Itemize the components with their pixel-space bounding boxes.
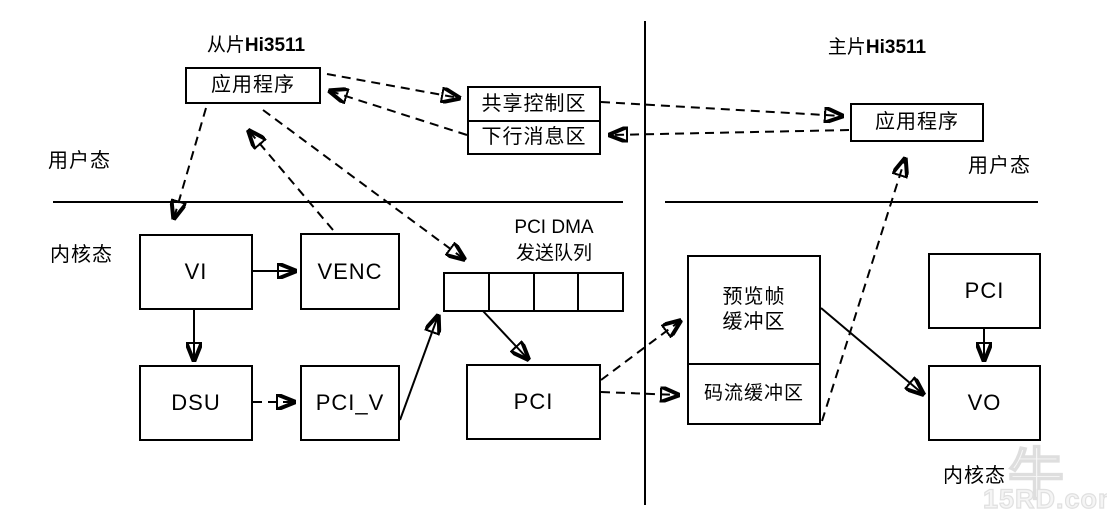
vo-box: VO <box>928 365 1041 441</box>
preview-frame-buffer-line1: 预览帧 <box>722 286 786 308</box>
dma-send-queue <box>443 272 624 312</box>
arrow-queue-to-pci <box>482 310 528 359</box>
slave-pci-box: PCI <box>466 364 601 440</box>
preview-frame-buffer-box: 预览帧 缓冲区 <box>687 255 821 365</box>
dma-queue-label: PCI DMA 发送队列 <box>493 215 615 267</box>
arrow-slaveapp-to-queue <box>262 109 464 259</box>
master-pci-box: PCI <box>928 253 1041 329</box>
master-kernel-mode-label: 内核态 <box>943 465 1006 487</box>
arrow-streambuf-to-masterapp <box>821 159 905 422</box>
arrow-pci-to-streambuf <box>600 392 678 395</box>
slave-chip-title: 从片Hi3511 <box>181 30 331 57</box>
master-application-box: 应用程序 <box>850 103 984 142</box>
arrow-pci-to-previewbuf <box>600 321 680 381</box>
arrow-venc-to-slaveapp <box>249 131 334 231</box>
slave-application-box: 应用程序 <box>185 67 321 104</box>
dsu-box: DSU <box>139 365 253 441</box>
arrow-pciv-to-queue <box>399 316 438 421</box>
arrow-masterapp-to-msgarea <box>610 130 850 135</box>
slave-kernel-mode-label: 内核态 <box>50 244 113 266</box>
shared-control-area-box: 共享控制区 <box>467 86 601 122</box>
venc-box: VENC <box>300 233 400 310</box>
master-chip-title-cn: 主片 <box>827 37 866 58</box>
dma-queue-cell <box>487 272 535 312</box>
preview-frame-buffer-line2: 缓冲区 <box>722 311 786 333</box>
pci-v-box: PCI_V <box>300 365 400 441</box>
watermark-url: 15RD.com <box>982 483 1107 514</box>
arrow-previewbuf-to-vo <box>820 307 923 394</box>
watermark-logo: 牛网 <box>1007 442 1066 507</box>
arrow-sharedctrl-to-masterapp <box>600 101 842 116</box>
master-user-mode-label: 用户态 <box>968 155 1031 177</box>
downlink-message-area-box: 下行消息区 <box>467 120 601 155</box>
slave-user-mode-label: 用户态 <box>48 150 111 172</box>
master-chip-title: 主片Hi3511 <box>802 32 952 59</box>
master-chip-title-en: Hi3511 <box>865 37 927 58</box>
dma-queue-label-line2: 发送队列 <box>515 243 592 264</box>
dma-queue-cell <box>532 272 580 312</box>
dma-queue-cell <box>443 272 490 312</box>
stream-buffer-box: 码流缓冲区 <box>687 363 821 425</box>
slave-chip-title-cn: 从片 <box>206 35 245 56</box>
arrow-slaveapp-to-vi <box>174 107 207 218</box>
arrow-msgarea-to-slaveapp <box>330 91 468 136</box>
vi-box: VI <box>139 234 253 310</box>
slave-chip-title-en: Hi3511 <box>244 35 306 56</box>
arrow-slaveapp-to-sharedctrl <box>326 73 459 98</box>
dma-queue-label-line1: PCI DMA <box>514 217 594 238</box>
dma-queue-cell <box>577 272 624 312</box>
